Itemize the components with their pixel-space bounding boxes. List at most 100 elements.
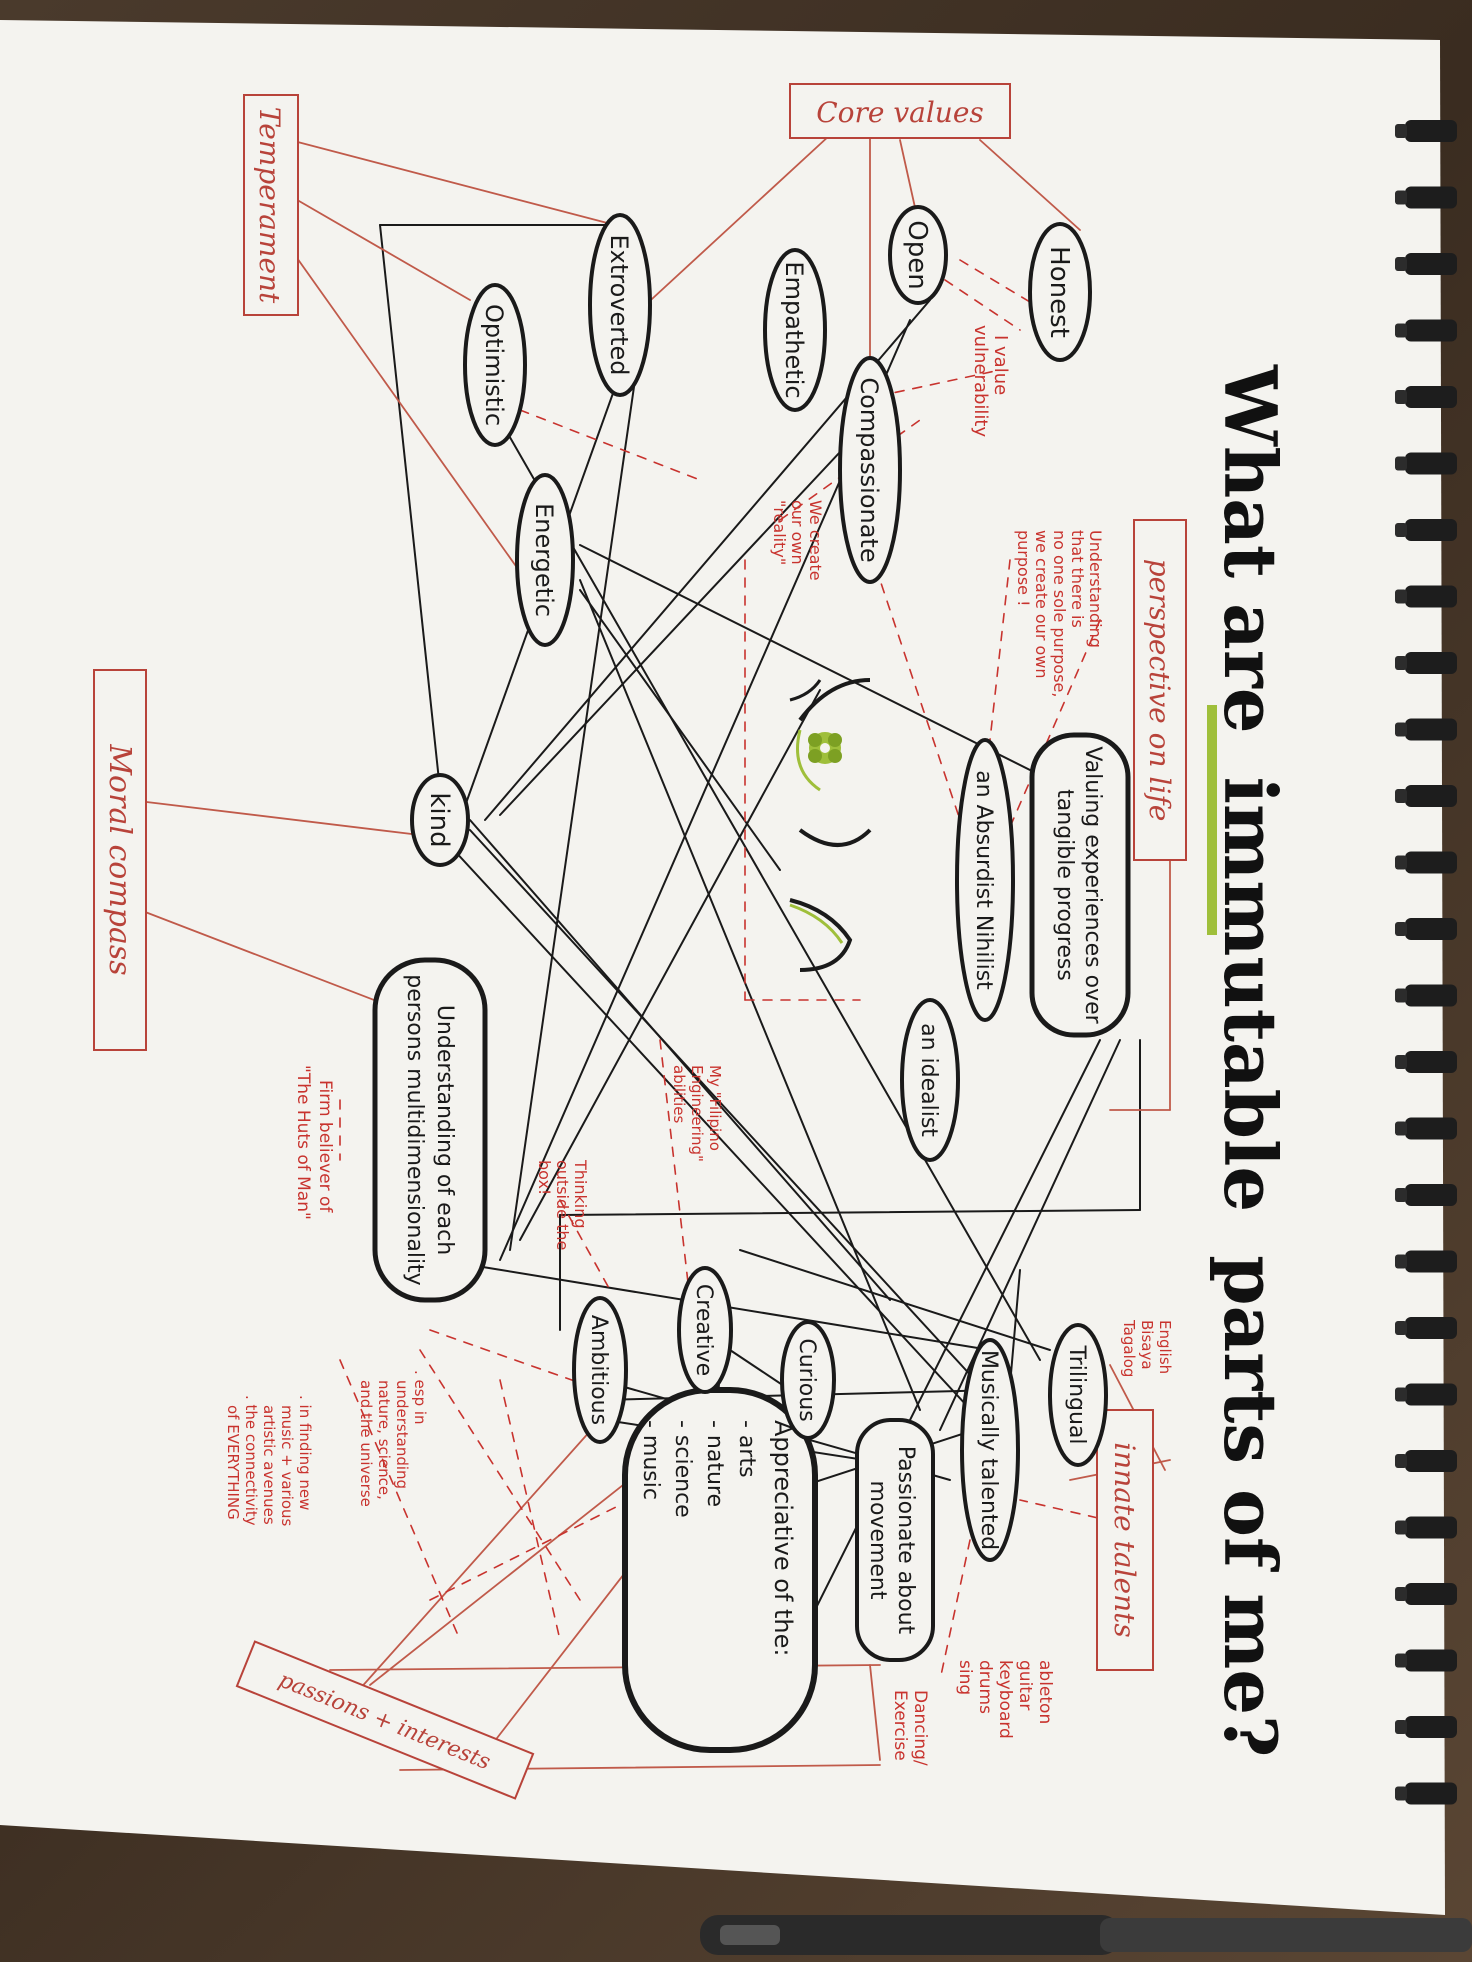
svg-text:Understanding of each: Understanding of each <box>432 1005 457 1255</box>
spiral-hole <box>1395 922 1407 936</box>
spiral-hole <box>1395 656 1407 670</box>
spiral-ring <box>1405 718 1457 741</box>
svg-text:Empathetic: Empathetic <box>780 261 808 398</box>
spiral-hole <box>1395 1454 1407 1468</box>
node-creative: Creative <box>677 1266 733 1394</box>
category-label: innate talents <box>1108 1442 1141 1638</box>
spiral-ring <box>1405 652 1457 674</box>
spiral-hole <box>1395 190 1407 205</box>
spiral-ring <box>1405 1250 1457 1273</box>
node-ambitious: Ambitious <box>572 1296 628 1444</box>
spiral-hole <box>1395 257 1407 271</box>
node-energetic: Energetic <box>515 473 575 647</box>
title-highlight-underline <box>1207 705 1217 935</box>
note-instruments: abletonguitarkeyboarddrumssing <box>955 1660 1055 1739</box>
note-esp: . esp inunderstandingnature, science,and… <box>357 1370 429 1507</box>
spiral-hole <box>1395 456 1407 471</box>
svg-text:- music: - music <box>638 1420 663 1500</box>
spiral-ring <box>1405 1716 1457 1738</box>
svg-text:EnglishBisayaTagalog: EnglishBisayaTagalog <box>1120 1319 1174 1377</box>
svg-text:kind: kind <box>424 792 454 847</box>
svg-text:Trilingual: Trilingual <box>1064 1344 1089 1444</box>
spiral-hole <box>1395 855 1407 870</box>
spiral-ring <box>1405 984 1457 1007</box>
spiral-hole <box>1395 1121 1407 1136</box>
svg-text:- science: - science <box>670 1420 695 1518</box>
category-innate-talents: innate talents <box>1096 1409 1154 1671</box>
category-perspective: perspective on life <box>1133 519 1187 861</box>
spiral-ring <box>1405 1450 1457 1472</box>
spiral-ring <box>1405 120 1457 142</box>
svg-text:an idealist: an idealist <box>916 1023 941 1137</box>
note-dancing: Dancing/Exercise <box>890 1690 930 1766</box>
svg-text:. in finding newmusic + variou: . in finding newmusic + variousartistic … <box>224 1395 314 1527</box>
svg-text:Honest: Honest <box>1044 246 1074 338</box>
svg-text:Appreciative of the:: Appreciative of the: <box>769 1420 797 1656</box>
spiral-ring <box>1405 918 1457 940</box>
note-filipino: My "FilipinoEngineering"abilities <box>670 1065 724 1162</box>
svg-text:My "FilipinoEngineering"abilit: My "FilipinoEngineering"abilities <box>670 1065 724 1162</box>
spiral-hole <box>1395 1720 1407 1734</box>
category-label: Temperament <box>253 107 286 304</box>
svg-text:an Absurdist Nihilist: an Absurdist Nihilist <box>971 770 996 990</box>
spiral-hole <box>1395 988 1407 1003</box>
category-core-values: Core values <box>789 83 1011 139</box>
node-kind: kind <box>410 773 470 867</box>
pen <box>700 1915 1472 1955</box>
svg-text:We createour own"reality": We createour own"reality" <box>770 500 825 581</box>
spiral-ring <box>1405 1317 1457 1339</box>
svg-text:Valuing experiences over: Valuing experiences over <box>1080 746 1105 1024</box>
svg-text:Firm believer of"The Huts of M: Firm believer of"The Huts of Man" <box>293 1065 335 1220</box>
spiral-hole <box>1395 1321 1407 1335</box>
spiral-ring <box>1405 1782 1457 1805</box>
title-after: parts of me? <box>1208 1255 1293 1757</box>
svg-text:Curious: Curious <box>794 1338 819 1421</box>
spiral-hole <box>1395 1254 1407 1269</box>
node-open: Open <box>888 205 948 305</box>
spiral-ring <box>1405 1184 1457 1206</box>
node-idealist: an idealist <box>900 998 960 1162</box>
spiral-hole <box>1395 1587 1407 1601</box>
node-empathetic: Empathetic <box>763 248 827 412</box>
spiral-hole <box>1395 722 1407 737</box>
svg-text:Compassionate: Compassionate <box>855 377 883 562</box>
spiral-ring <box>1405 452 1457 475</box>
spiral-hole <box>1395 1520 1407 1535</box>
node-understanding: Understanding of each persons multidimen… <box>372 957 488 1303</box>
spiral-binding <box>1395 120 1457 1805</box>
node-musically-talented: Musically talented <box>960 1338 1020 1562</box>
spiral-hole <box>1395 323 1407 338</box>
flower-icon <box>808 732 842 764</box>
spiral-ring <box>1405 1051 1457 1073</box>
category-moral-compass: Moral compass <box>93 669 147 1051</box>
svg-text:Open: Open <box>902 220 932 289</box>
spiral-ring <box>1405 319 1457 342</box>
svg-text:tangible progress: tangible progress <box>1052 789 1077 981</box>
node-curious: Curious <box>780 1320 836 1440</box>
title-highlight: immutable <box>1208 777 1293 1212</box>
smiley-doodle <box>789 678 872 972</box>
spiral-hole <box>1395 1055 1407 1069</box>
svg-text:Extroverted: Extroverted <box>605 234 633 375</box>
svg-text:Understandingthat there isno o: Understandingthat there isno one sole pu… <box>1014 530 1105 697</box>
category-label: perspective on life <box>1143 559 1176 822</box>
note-vulnerability: I valuevulnerability <box>970 325 1011 437</box>
node-valuing: Valuing experiences over tangible progre… <box>1029 732 1131 1038</box>
title-before: What are <box>1208 364 1293 734</box>
spiral-ring <box>1405 1516 1457 1539</box>
svg-text:abletonguitarkeyboarddrumssing: abletonguitarkeyboarddrumssing <box>955 1660 1055 1739</box>
node-extroverted: Extroverted <box>588 213 652 397</box>
spiral-ring <box>1405 253 1457 275</box>
svg-text:persons multidimensionality: persons multidimensionality <box>402 974 427 1285</box>
svg-text:Passionate about: Passionate about <box>893 1446 918 1635</box>
spiral-ring <box>1405 386 1457 408</box>
spiral-ring <box>1405 1383 1457 1406</box>
note-thinking: Thinkingoutside thebox! <box>535 1159 590 1250</box>
node-appreciative: Appreciative of the: - arts - nature - s… <box>622 1387 818 1753</box>
spiral-ring <box>1405 519 1457 541</box>
spiral-ring <box>1405 585 1457 608</box>
node-absurdist: an Absurdist Nihilist <box>955 738 1015 1022</box>
title: What are immutable parts of me? <box>1207 364 1293 1757</box>
svg-text:movement: movement <box>865 1481 890 1600</box>
spiral-hole <box>1395 1653 1407 1668</box>
